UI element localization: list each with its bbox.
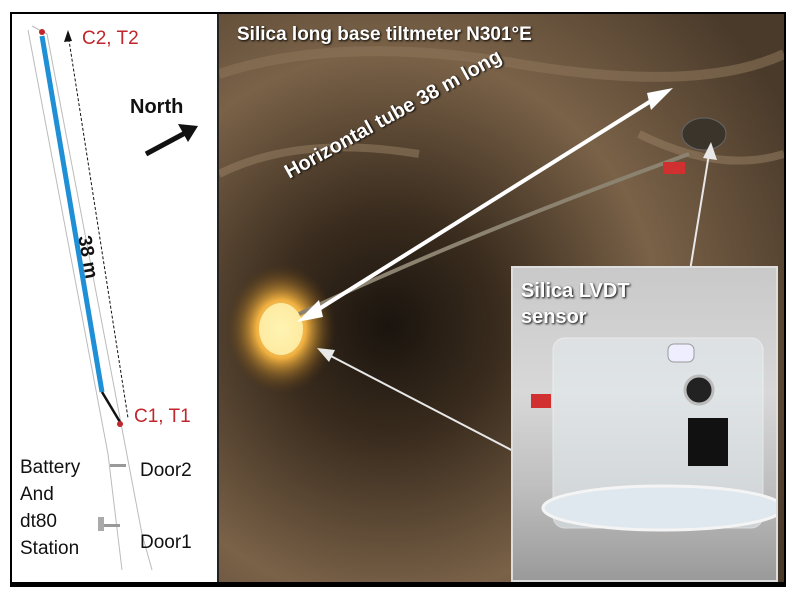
door1-marker: [100, 524, 120, 527]
door2-marker: [110, 464, 126, 467]
sensor-housing: [681, 117, 727, 151]
rock-ledge: [219, 46, 784, 82]
station-box: [98, 517, 104, 531]
lvdt-core: [683, 374, 715, 406]
tunnel-photo: Silica long base tiltmeter N301°E Horizo…: [219, 14, 784, 582]
arrow-head-right: [647, 88, 673, 110]
rock-ledge: [219, 143, 420, 178]
pointer-line-tunnel: [326, 353, 520, 455]
north-arrow-icon: [178, 124, 198, 142]
c2-t2-label: C2, T2: [82, 28, 139, 49]
red-connector: [663, 162, 685, 174]
tunnel-end-glow: [259, 303, 303, 355]
glass-dish: [541, 484, 776, 532]
glass-tube-end: [667, 343, 695, 363]
station-line: dt80: [20, 511, 57, 532]
pointer-head-sensor: [703, 142, 717, 160]
station-label: Battery And dt80 Station: [20, 454, 80, 562]
pointer-head-tunnel: [317, 348, 335, 362]
sensor-drawing: [531, 337, 776, 532]
map-drawing: [27, 25, 198, 571]
sensor-inset-photo: Silica LVDT sensor: [511, 266, 778, 582]
dimension-arrow-head: [64, 30, 72, 42]
plan-map: C2, T2 C1, T1 North 38 m Door2 Door1 Bat…: [12, 14, 219, 582]
north-label: North: [130, 96, 184, 118]
red-fitting: [531, 394, 551, 408]
station-line: And: [20, 484, 54, 505]
inset-label: Silica LVDT sensor: [521, 278, 630, 330]
lvdt-coil: [688, 418, 728, 466]
tube-line: [39, 35, 105, 393]
door2-label: Door2: [140, 460, 192, 481]
north-arrow-shaft: [144, 129, 189, 157]
c1-marker: [117, 421, 123, 427]
arrow-head-left: [297, 300, 323, 322]
photo-title: Silica long base tiltmeter N301°E: [237, 24, 532, 45]
inset-label-line: Silica LVDT: [521, 280, 630, 302]
station-line: Battery: [20, 457, 81, 478]
c2-marker: [39, 29, 45, 35]
tube-end-segment: [100, 391, 122, 423]
c1-t1-label: C1, T1: [134, 406, 191, 427]
gallery-wall-left: [27, 29, 123, 571]
station-line: Station: [20, 538, 80, 559]
gallery-wall-right: [31, 25, 153, 571]
inset-label-line: sensor: [521, 306, 587, 328]
tube-length-arrow: [309, 94, 661, 316]
door1-label: Door1: [140, 532, 192, 553]
